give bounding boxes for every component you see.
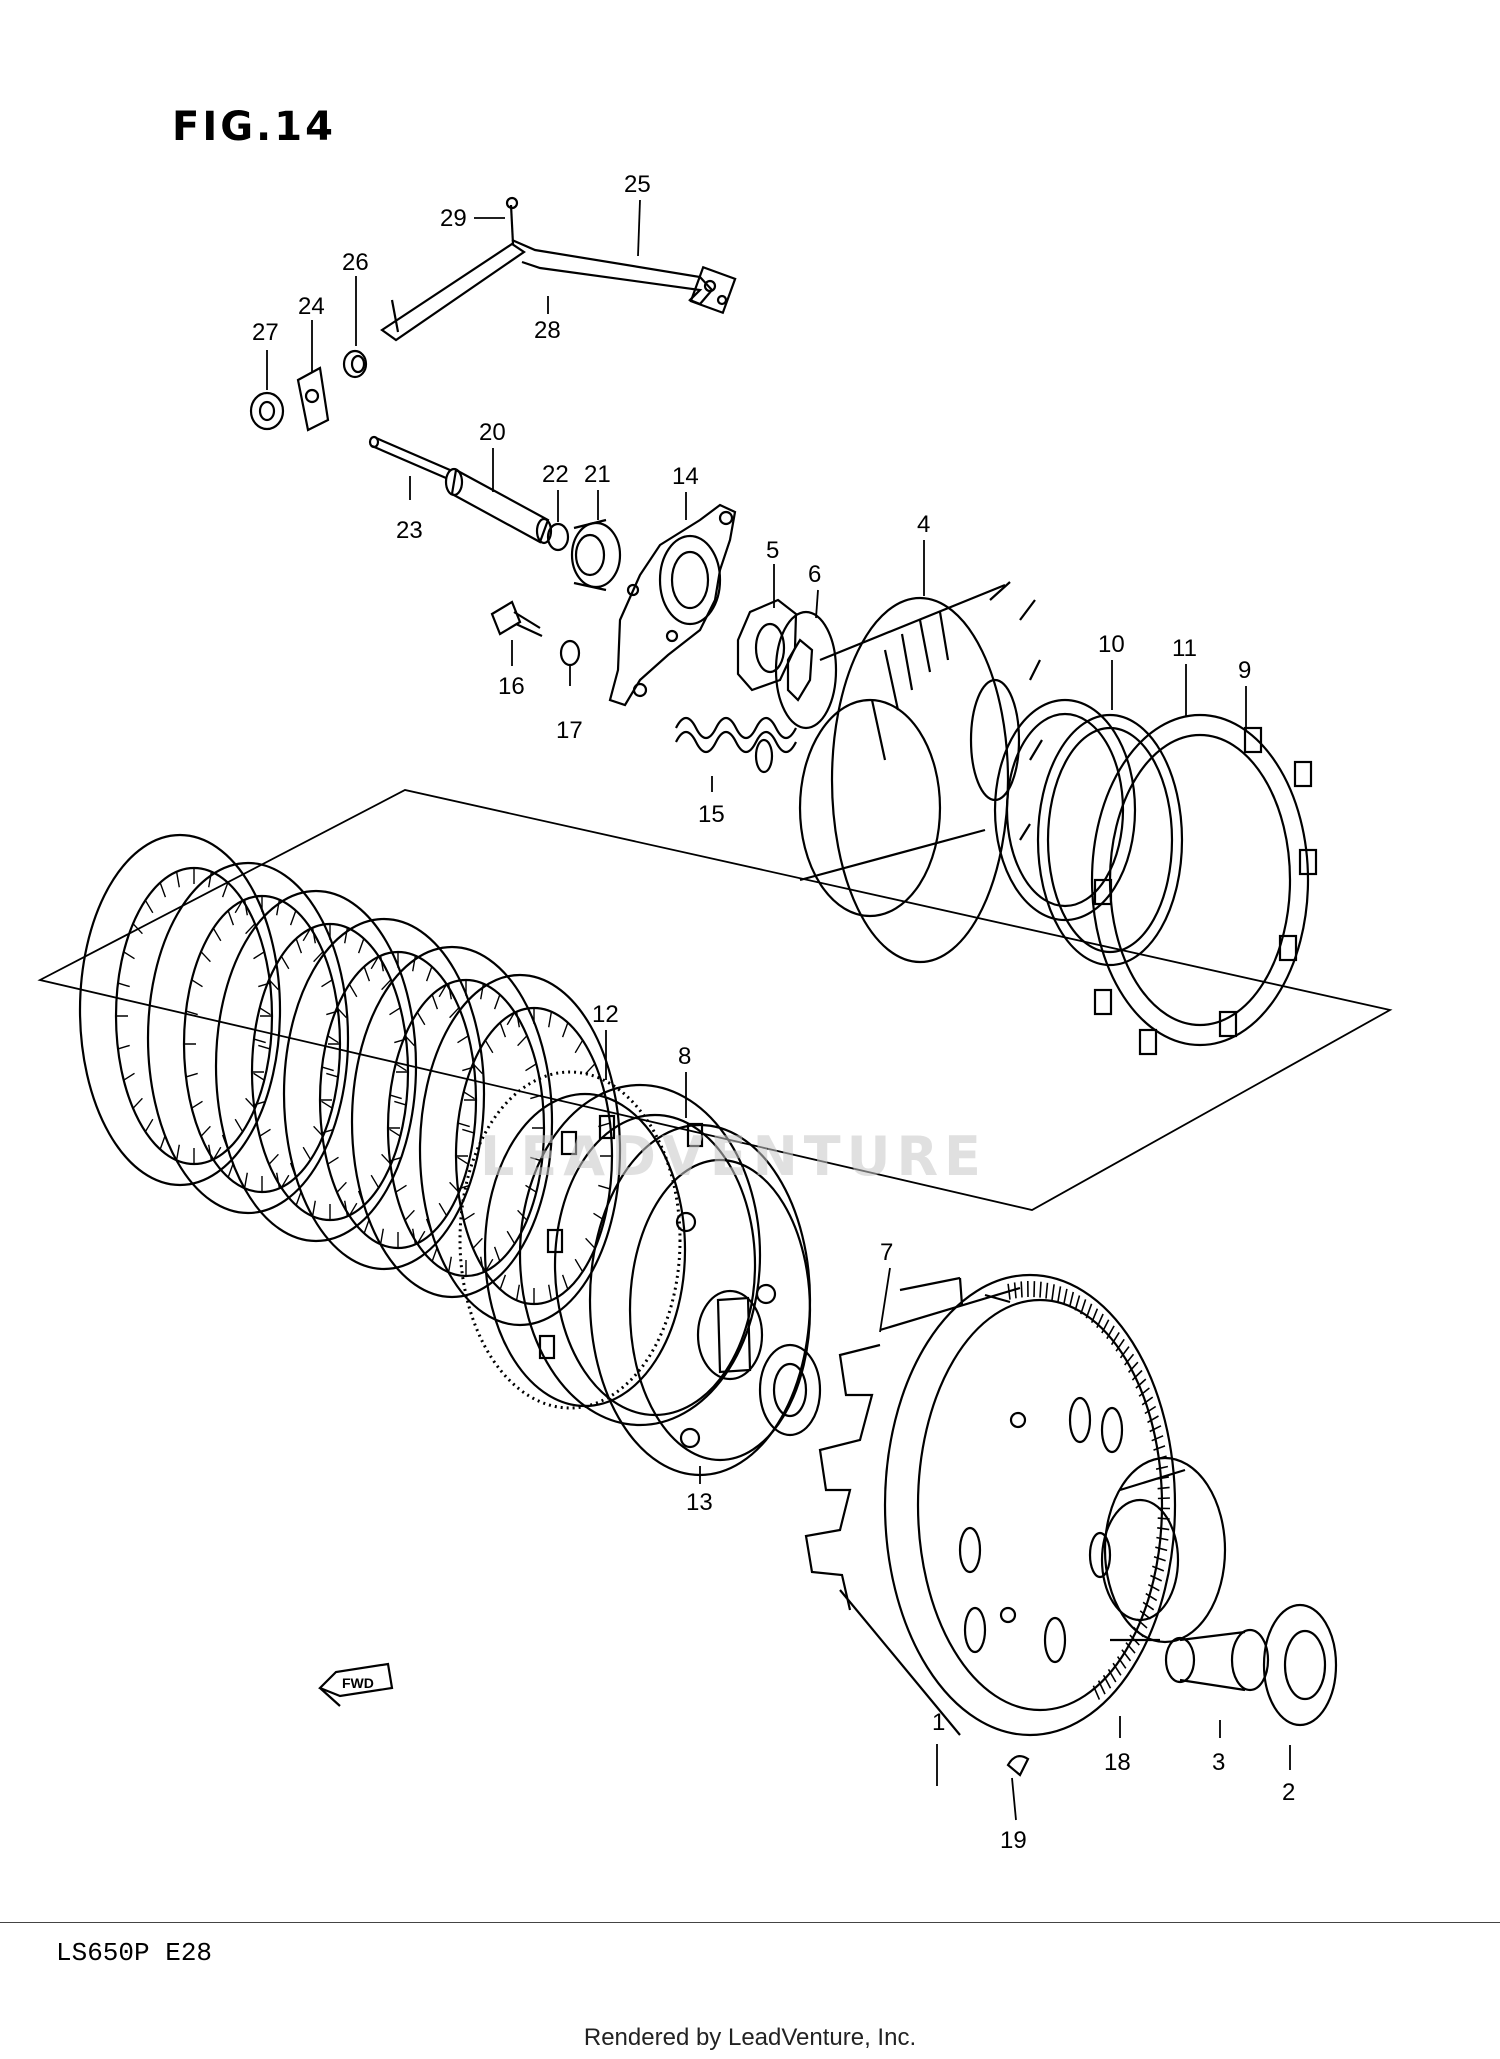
- callout-28: 28: [534, 317, 561, 344]
- driven-plate-outline: [418, 973, 622, 1327]
- callout-3: 3: [1212, 1749, 1225, 1776]
- washer-2: [1262, 1603, 1338, 1727]
- callout-26: 26: [342, 249, 369, 276]
- callout-14: 14: [672, 463, 699, 490]
- washer-27: [249, 391, 285, 431]
- callout-15: 15: [698, 801, 725, 828]
- driven-plate-outline: [214, 889, 418, 1243]
- bolt-16: [490, 600, 543, 637]
- callout-13: 13: [686, 1489, 713, 1516]
- callout-19: 19: [1000, 1827, 1027, 1854]
- watermark: LEADVENTURE: [480, 1125, 987, 1188]
- render-credit: Rendered by LeadVenture, Inc.: [583, 2024, 917, 2051]
- thrust-washer: [758, 1343, 822, 1437]
- callout-9: 9: [1238, 657, 1251, 684]
- clutch-housing: [804, 1273, 1177, 1737]
- callout-18: 18: [1104, 1749, 1131, 1776]
- fwd-arrow-icon: FWD: [318, 1662, 394, 1707]
- lock-washer-6: [774, 610, 838, 730]
- o-ring-22: [546, 522, 570, 552]
- callout-22: 22: [542, 461, 569, 488]
- callout-24: 24: [298, 293, 325, 320]
- callout-17: 17: [556, 717, 583, 744]
- cotter-pin: [505, 196, 519, 245]
- plate-stack: [78, 833, 622, 1327]
- washer-17: [559, 639, 581, 667]
- callout-1: 1: [932, 1709, 945, 1736]
- callout-20: 20: [479, 419, 506, 446]
- push-piece: [444, 467, 553, 545]
- callout-23: 23: [396, 517, 423, 544]
- spring-seat-10: [993, 698, 1137, 922]
- callout-5: 5: [766, 537, 779, 564]
- callout-7: 7: [880, 1239, 893, 1266]
- driven-plate-outline: [146, 861, 350, 1215]
- callout-10: 10: [1098, 631, 1125, 658]
- sleeve-hub: [798, 581, 1043, 964]
- callout-21: 21: [584, 461, 611, 488]
- leader-lines: [266, 199, 1291, 1821]
- pressure-plate: [608, 503, 737, 707]
- driven-plate-teeth: [456, 1008, 612, 1304]
- clutch-spring: [675, 716, 797, 774]
- oil-seal: [342, 349, 368, 379]
- figure-title: FIG.14: [172, 104, 336, 150]
- driven-plate-outline: [350, 945, 554, 1299]
- callout-27: 27: [252, 319, 279, 346]
- spacer-3: [1164, 1628, 1270, 1692]
- callout-16: 16: [498, 673, 525, 700]
- callout-6: 6: [808, 561, 821, 588]
- release-shaft: [380, 238, 737, 342]
- callout-4: 4: [917, 511, 930, 538]
- bearing-18: [1100, 1456, 1227, 1644]
- callout-labels: 29 25 26 24 27 28 20 22 21 14 23 5 6 4 1…: [252, 171, 1295, 1854]
- driven-plate-outline: [78, 833, 282, 1187]
- bearing-21: [570, 518, 622, 592]
- housing-gear-teeth: [1007, 1280, 1171, 1700]
- driven-plate-outline: [282, 917, 486, 1271]
- callout-29: 29: [440, 205, 467, 232]
- callout-12: 12: [592, 1001, 619, 1028]
- push-rod: [368, 435, 451, 480]
- drive-plate-9: [1090, 713, 1318, 1056]
- pin-19: [1006, 1754, 1030, 1777]
- model-code: LS650P E28: [56, 1938, 213, 1968]
- callout-11: 11: [1172, 635, 1197, 662]
- seal-bracket: [296, 366, 330, 432]
- callout-25: 25: [624, 171, 651, 198]
- footer-rule: [0, 1922, 1500, 1923]
- gear-teeth: [1007, 1280, 1171, 1700]
- callout-8: 8: [678, 1043, 691, 1070]
- spring-washer-11: [1036, 713, 1184, 967]
- fwd-label: FWD: [342, 1675, 374, 1691]
- callout-2: 2: [1282, 1779, 1295, 1806]
